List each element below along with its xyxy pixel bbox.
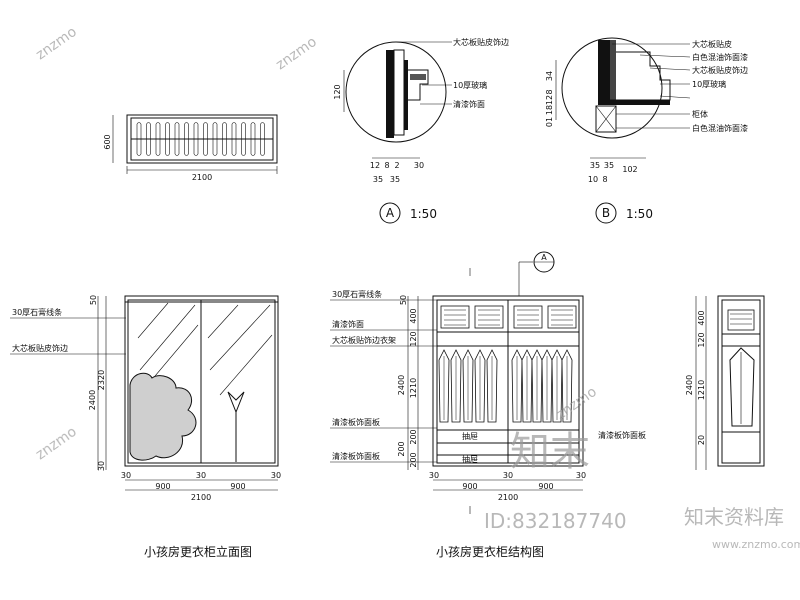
- elev-total-width: 2100: [191, 493, 211, 502]
- watermark: znzmo znzmo znzmo znzmo 知末 ID:832187740 …: [33, 24, 800, 551]
- detail-a-mark: A: [386, 206, 395, 220]
- structure-section-mark: A: [541, 253, 547, 262]
- elev-dim-v-2: 2320: [97, 370, 106, 390]
- elev-dim-h-4: 900: [230, 482, 245, 491]
- struct-total-width: 2100: [498, 493, 518, 502]
- elev-dim-v-3: 2400: [88, 390, 97, 410]
- struct-dim-v-6: 200: [409, 429, 418, 444]
- watermark-brand-right: 知末资料库: [684, 505, 784, 529]
- detail-b-label-5: 柜体: [692, 109, 708, 119]
- plan-width-dim: 2100: [192, 173, 212, 182]
- struct-dim-h-2: 900: [462, 482, 477, 491]
- elev-dim-h-2: 900: [155, 482, 170, 491]
- structure-callout-2: 清漆饰面: [332, 319, 364, 329]
- glass-hatching: [137, 302, 273, 396]
- detail-b-dim-v-4: 18: [545, 105, 554, 115]
- detail-b-dim-v-3: 12: [545, 95, 554, 105]
- detail-b-label-6: 白色混油饰面漆: [692, 123, 748, 133]
- elev-dim-h-3: 30: [196, 471, 206, 480]
- struct-dim-v-4: 2400: [397, 375, 406, 395]
- detail-a: 大芯板贴皮饰边 10厚玻璃 清漆饰面 120 12 8 2 30 35 35 A…: [333, 37, 509, 224]
- upper-shelf-stacks: [440, 305, 577, 329]
- elev-dim-v-1: 50: [89, 295, 98, 305]
- detail-b-dim-h2-1: 10: [588, 175, 598, 184]
- watermark-site-1: znzmo: [33, 24, 80, 63]
- elevation-label-mid: 大芯板贴皮饰边: [12, 343, 68, 353]
- wardrobe-elevation: 30厚石膏线条 大芯板贴皮饰边 50 2320 2400 30 30 900 3…: [10, 295, 281, 559]
- detail-b-dim-v-5: 01: [545, 117, 554, 127]
- detail-b-dim-v-1: 34: [545, 71, 554, 81]
- structure-callout-4: 清漆板饰面板: [332, 417, 380, 427]
- detail-a-dim-h2-1: 35: [373, 175, 383, 184]
- struct-dim-v-3: 120: [409, 331, 418, 346]
- struct-dim-v-7: 200: [397, 441, 406, 456]
- detail-a-label-1: 大芯板贴皮饰边: [453, 37, 509, 47]
- detail-b-dim-h-3: 102: [622, 165, 637, 174]
- watermark-site-3: znzmo: [33, 424, 80, 463]
- struct-dim-v-2: 400: [409, 308, 418, 323]
- struct-dim-v-8: 200: [409, 452, 418, 467]
- elev-dim-h-5: 30: [271, 471, 281, 480]
- detail-a-dim-h-4: 30: [414, 161, 424, 170]
- struct-dim-h-1: 30: [429, 471, 439, 480]
- detail-b: 大芯板贴皮 白色混油饰面漆 大芯板贴皮饰边 10厚玻璃 柜体 白色混油饰面漆 3…: [545, 37, 748, 224]
- detail-b-scale: 1:50: [626, 207, 653, 221]
- struct-dim-h-5: 30: [576, 471, 586, 480]
- struct-dim-v-5: 1210: [409, 378, 418, 398]
- detail-a-dim-h-3: 2: [394, 161, 399, 170]
- struct-dim-v-1: 50: [399, 295, 408, 305]
- detail-b-label-4: 10厚玻璃: [692, 79, 726, 89]
- watermark-url: www.znzmo.com: [712, 538, 800, 551]
- watermark-id: ID:832187740: [484, 509, 627, 533]
- elevation-label-top: 30厚石膏线条: [12, 307, 62, 317]
- elev-dim-h-1: 30: [121, 471, 131, 480]
- detail-b-label-2: 白色混油饰面漆: [692, 52, 748, 62]
- side-dim-v-3: 2400: [685, 375, 694, 395]
- detail-b-dim-h-2: 35: [604, 161, 614, 170]
- plan-depth-dim: 600: [103, 134, 112, 149]
- drawer-label-1: 抽屉: [462, 431, 478, 441]
- side-dim-v-2: 120: [697, 332, 706, 347]
- structure-callout-1: 30厚石膏线条: [332, 289, 382, 299]
- watermark-site-2: znzmo: [273, 34, 320, 73]
- structure-callout-5: 清漆板饰面板: [332, 451, 380, 461]
- detail-b-label-3: 大芯板贴皮饰边: [692, 65, 748, 75]
- struct-dim-h-4: 900: [538, 482, 553, 491]
- side-dim-v-5: 20: [697, 435, 706, 445]
- detail-a-scale: 1:50: [410, 207, 437, 221]
- hanging-clothes: [438, 349, 573, 423]
- side-dim-v-4: 1210: [697, 380, 706, 400]
- detail-a-label-2: 10厚玻璃: [453, 80, 487, 90]
- struct-dim-h-3: 30: [503, 471, 513, 480]
- watermark-brand: 知末: [510, 429, 590, 475]
- detail-b-dim-h2-2: 8: [602, 175, 607, 184]
- wardrobe-side-section: 400 120 2400 1210 20: [685, 295, 765, 470]
- structure-title: 小孩房更衣柜结构图: [436, 544, 544, 559]
- wardrobe-structure: 抽屉 抽屉 清漆板饰面板 30厚石膏线条 清漆饰面 大芯板贴饰边衣架 清漆板饰面…: [330, 251, 646, 559]
- side-dim-v-1: 400: [697, 310, 706, 325]
- detail-a-dim-h-1: 12: [370, 161, 380, 170]
- drawer-label-right: 清漆板饰面板: [598, 430, 646, 440]
- detail-b-dim-h-1: 35: [590, 161, 600, 170]
- tree-decal: [129, 372, 197, 461]
- detail-a-dim-v: 120: [333, 84, 342, 99]
- drawer-label-2: 抽屉: [462, 454, 478, 464]
- elevation-title: 小孩房更衣柜立面图: [144, 544, 252, 559]
- detail-b-dim-v-2: 8: [545, 89, 554, 94]
- structure-callout-3: 大芯板贴饰边衣架: [332, 335, 396, 345]
- elev-dim-v-4: 30: [97, 461, 106, 471]
- detail-b-mark: B: [602, 206, 610, 220]
- detail-a-dim-h2-2: 35: [390, 175, 400, 184]
- detail-a-dim-h-2: 8: [384, 161, 389, 170]
- flower-decal: [227, 391, 245, 462]
- detail-b-label-1: 大芯板贴皮: [692, 39, 732, 49]
- detail-a-label-3: 清漆饰面: [453, 99, 485, 109]
- wardrobe-plan-view: 2100 600: [103, 114, 278, 182]
